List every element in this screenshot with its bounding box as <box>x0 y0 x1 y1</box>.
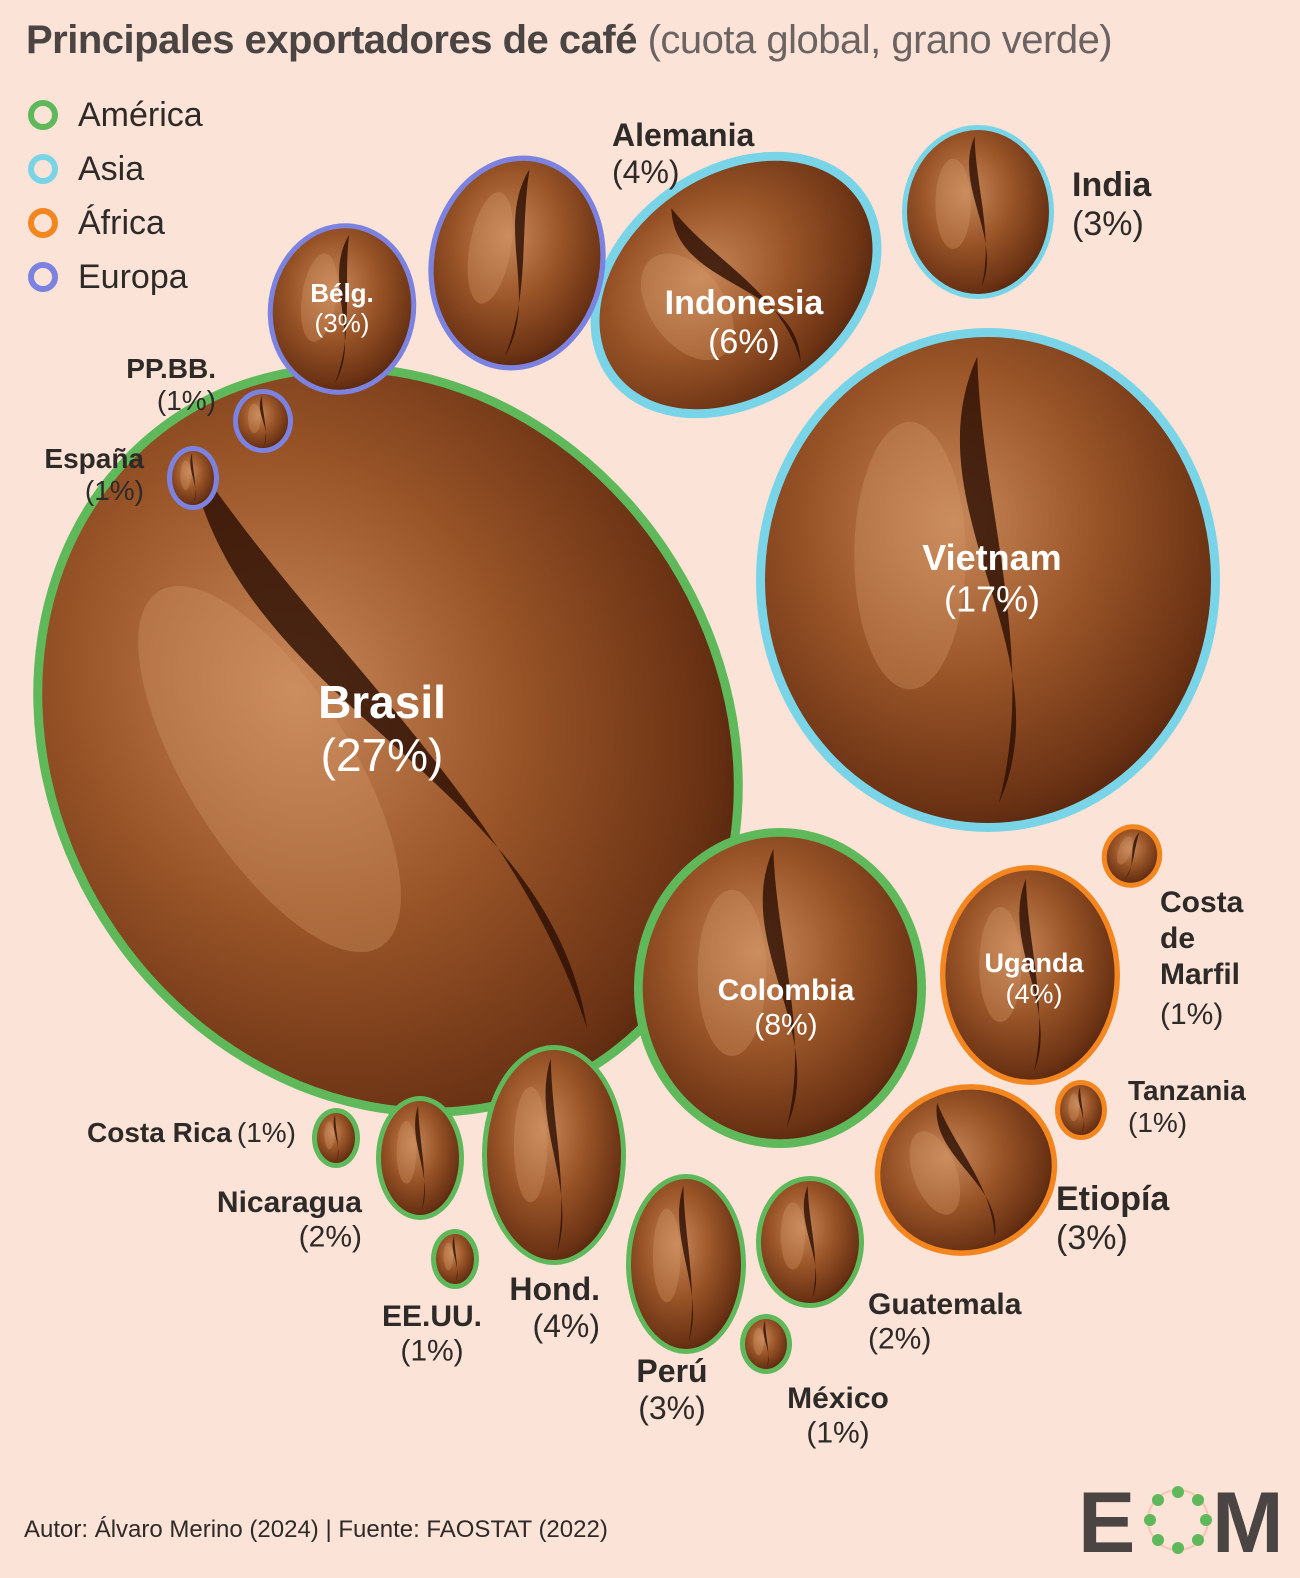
value-tanzania: (1%) <box>1128 1107 1187 1138</box>
bean-alemania <box>428 155 606 371</box>
value-peru: (3%) <box>638 1390 706 1426</box>
bean-uganda <box>940 865 1120 1085</box>
bean-espana <box>167 446 219 510</box>
legend-item-europa: Europa <box>28 250 203 304</box>
label-guatemala: Guatemala <box>868 1288 1022 1321</box>
label-alemania: Alemania <box>612 117 754 153</box>
legend-swatch-america <box>28 100 58 130</box>
value-costa-rica: (1%) <box>237 1117 296 1148</box>
label-etiopia: Etiopía <box>1056 1180 1170 1218</box>
bean-peru <box>626 1174 746 1354</box>
svg-text:M: M <box>1212 1482 1278 1558</box>
bean-brasil <box>33 363 743 1117</box>
bean-belgica <box>267 223 417 395</box>
label-indonesia: Indonesia <box>665 284 825 322</box>
legend-label-asia: Asia <box>78 149 145 188</box>
label-mexico: México <box>787 1382 889 1415</box>
logo-ring-icon <box>1144 1486 1212 1554</box>
bean-ee-uu <box>431 1229 479 1289</box>
label-tanzania: Tanzania <box>1128 1075 1246 1106</box>
bean-mexico <box>740 1314 792 1374</box>
value-india: (3%) <box>1072 205 1144 243</box>
bean-guatemala <box>756 1176 864 1308</box>
value-belgica: (3%) <box>315 308 370 338</box>
value-vietnam: (17%) <box>944 578 1040 619</box>
value-indonesia: (6%) <box>708 323 780 361</box>
label-ee-uu: EE.UU. <box>382 1300 482 1333</box>
legend-label-america: América <box>78 95 203 134</box>
label-nicaragua: Nicaragua <box>217 1186 362 1219</box>
label-india: India <box>1072 166 1152 204</box>
value-colombia: (8%) <box>754 1009 817 1042</box>
eom-logo: E M <box>1078 1482 1278 1558</box>
bean-india <box>902 125 1054 299</box>
chart-title: Principales exportadores de café (cuota … <box>26 18 1113 63</box>
legend-item-america: América <box>28 88 203 142</box>
beans-layer <box>33 125 1220 1374</box>
svg-text:E: E <box>1078 1482 1135 1558</box>
labels-layer: Brasil(27%) Vietnam(17%) Colombia(8%) Indon… <box>44 117 1246 1450</box>
bean-honduras <box>482 1045 626 1265</box>
value-honduras: (4%) <box>532 1308 600 1344</box>
value-nicaragua: (2%) <box>299 1221 362 1254</box>
label-belgica: Bélg. <box>310 278 374 308</box>
label-honduras: Hond. <box>509 1271 600 1307</box>
bean-colombia <box>634 828 926 1148</box>
bean-costa-de-marfil <box>1101 824 1163 888</box>
label-uganda: Uganda <box>984 948 1084 978</box>
title-subtitle: (cuota global, grano verde) <box>647 18 1113 62</box>
value-brasil: (27%) <box>321 729 444 781</box>
bean-pp-bb <box>233 389 293 453</box>
footer-credit: Autor: Álvaro Merino (2024) | Fuente: FA… <box>24 1516 608 1543</box>
value-costa-de-marfil: (1%) <box>1160 998 1223 1031</box>
title-main: Principales exportadores de café <box>26 18 637 62</box>
value-pp-bb: (1%) <box>157 385 216 416</box>
value-alemania: (4%) <box>612 154 680 190</box>
label-brasil: Brasil <box>318 676 446 728</box>
label-pp-bb: PP.BB. <box>126 353 216 384</box>
value-espana: (1%) <box>85 475 144 506</box>
value-ee-uu: (1%) <box>400 1335 463 1368</box>
legend-label-africa: África <box>78 203 165 242</box>
label-espana: España <box>44 443 144 474</box>
bean-costa-rica <box>312 1108 360 1168</box>
bean-etiopia <box>874 1084 1058 1256</box>
bean-vietnam <box>756 328 1220 832</box>
legend-swatch-africa <box>28 208 58 238</box>
label-costa-rica: Costa Rica <box>87 1117 232 1148</box>
label-vietnam: Vietnam <box>922 537 1061 578</box>
label-peru: Perú <box>636 1353 707 1389</box>
value-mexico: (1%) <box>806 1417 869 1450</box>
bean-indonesia <box>590 151 882 419</box>
value-etiopia: (3%) <box>1056 1219 1128 1257</box>
legend-item-asia: Asia <box>28 142 203 196</box>
value-guatemala: (2%) <box>868 1323 931 1356</box>
legend-swatch-europa <box>28 262 58 292</box>
legend-swatch-asia <box>28 154 58 184</box>
bean-tanzania <box>1055 1080 1107 1140</box>
bean-nicaragua <box>376 1096 464 1220</box>
label-colombia: Colombia <box>718 974 855 1007</box>
legend: América Asia África Europa <box>28 88 203 304</box>
legend-item-africa: África <box>28 196 203 250</box>
legend-label-europa: Europa <box>78 257 188 296</box>
value-uganda: (4%) <box>1005 979 1062 1009</box>
